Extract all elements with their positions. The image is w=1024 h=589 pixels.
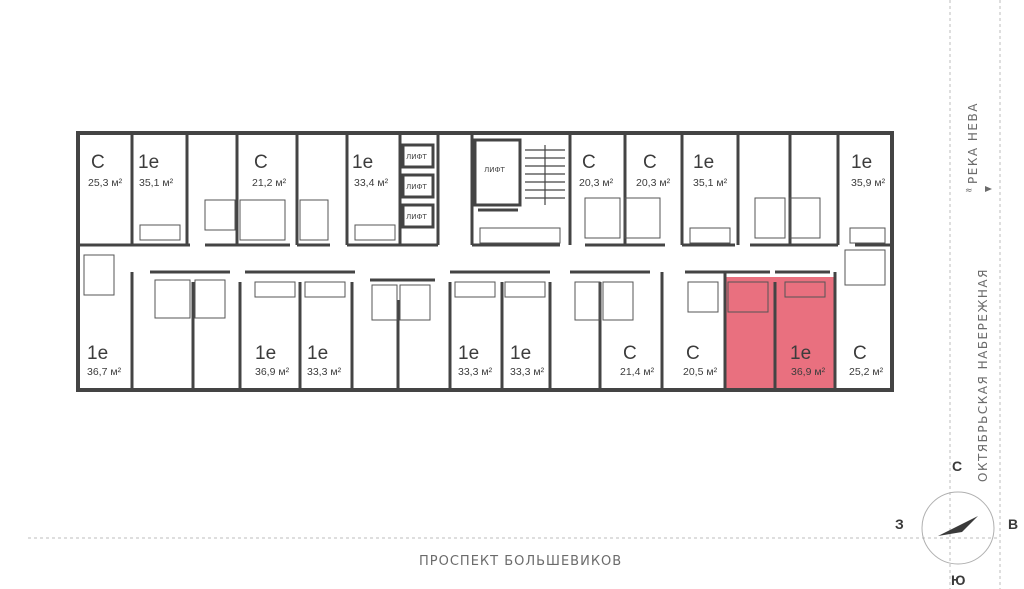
unit-area-label: 36,9 м² bbox=[791, 366, 826, 378]
unit-area-label: 35,1 м² bbox=[139, 177, 174, 189]
unit-type-label: 1е bbox=[87, 343, 108, 364]
unit-type-label: С bbox=[853, 343, 867, 364]
unit-area-label: 25,2 м² bbox=[849, 366, 884, 378]
unit-area-label: 33,3 м² bbox=[307, 366, 342, 378]
arrow-right-icon bbox=[985, 186, 992, 192]
compass-needle-icon bbox=[938, 516, 978, 536]
compass-north: С bbox=[952, 458, 963, 474]
staircase bbox=[525, 145, 565, 205]
unit-type-label: 1е bbox=[138, 152, 159, 173]
unit-area-label: 35,9 м² bbox=[851, 177, 886, 189]
lift-label: ЛИФТ bbox=[406, 153, 428, 161]
unit-bottom-3[interactable]: 1е 33,3 м² bbox=[458, 343, 493, 378]
unit-area-label: 21,4 м² bbox=[620, 366, 655, 378]
unit-type-label: 1е bbox=[307, 343, 328, 364]
highlighted-apartment[interactable] bbox=[725, 277, 835, 390]
unit-type-label: 1е bbox=[693, 152, 714, 173]
unit-top-7[interactable]: 1е 35,9 м² bbox=[851, 152, 886, 189]
unit-bottom-6[interactable]: С 20,5 м² bbox=[683, 343, 718, 378]
unit-area-label: 20,3 м² bbox=[636, 177, 671, 189]
compass bbox=[921, 491, 995, 565]
unit-top-6[interactable]: 1е 35,1 м² bbox=[693, 152, 728, 189]
unit-bottom-0[interactable]: 1е 36,7 м² bbox=[87, 343, 122, 378]
wave-icon: ≈ bbox=[965, 186, 973, 196]
unit-bottom-2[interactable]: 1е 33,3 м² bbox=[307, 343, 342, 378]
compass-west: З bbox=[895, 516, 904, 532]
unit-area-label: 36,7 м² bbox=[87, 366, 122, 378]
unit-area-label: 35,1 м² bbox=[693, 177, 728, 189]
lift-label: ЛИФТ bbox=[484, 166, 506, 174]
unit-type-label: С bbox=[254, 152, 268, 173]
unit-type-label: 1е bbox=[458, 343, 479, 364]
unit-area-label: 33,4 м² bbox=[354, 177, 389, 189]
fixtures bbox=[83, 197, 886, 321]
unit-type-label: С bbox=[686, 343, 700, 364]
unit-top-0[interactable]: С 25,3 м² bbox=[88, 152, 123, 189]
unit-type-label: 1е bbox=[851, 152, 872, 173]
unit-area-label: 25,3 м² bbox=[88, 177, 123, 189]
unit-top-4[interactable]: С 20,3 м² bbox=[579, 152, 614, 189]
unit-top-3[interactable]: 1е 33,4 м² bbox=[352, 152, 389, 189]
unit-type-label: 1е bbox=[352, 152, 373, 173]
unit-area-label: 33,3 м² bbox=[458, 366, 493, 378]
unit-type-label: 1е bbox=[255, 343, 276, 364]
unit-top-2[interactable]: С 21,2 м² bbox=[252, 152, 287, 189]
lift-label: ЛИФТ bbox=[406, 183, 428, 191]
lift-label: ЛИФТ bbox=[406, 213, 428, 221]
unit-top-1[interactable]: 1е 35,1 м² bbox=[138, 152, 174, 189]
unit-area-label: 20,3 м² bbox=[579, 177, 614, 189]
unit-bottom-1[interactable]: 1е 36,9 м² bbox=[255, 343, 290, 378]
unit-bottom-7[interactable]: 1е 36,9 м² bbox=[790, 343, 826, 378]
unit-area-label: 21,2 м² bbox=[252, 177, 287, 189]
unit-bottom-4[interactable]: 1е 33,3 м² bbox=[510, 343, 545, 378]
unit-type-label: С bbox=[623, 343, 637, 364]
unit-area-label: 20,5 м² bbox=[683, 366, 718, 378]
unit-type-label: С bbox=[643, 152, 657, 173]
compass-east: В bbox=[1008, 516, 1019, 532]
unit-type-label: 1е bbox=[790, 343, 811, 364]
compass-south: Ю bbox=[951, 572, 966, 588]
unit-type-label: С bbox=[582, 152, 596, 173]
river-name: РЕКА НЕВА bbox=[966, 102, 980, 184]
embankment-name: ОКТЯБРЬСКАЯ НАБЕРЕЖНАЯ bbox=[976, 268, 990, 482]
unit-bottom-5[interactable]: С 21,4 м² bbox=[620, 343, 655, 378]
unit-type-label: С bbox=[91, 152, 105, 173]
unit-top-5[interactable]: С 20,3 м² bbox=[636, 152, 671, 189]
unit-bottom-8[interactable]: С 25,2 м² bbox=[849, 343, 884, 378]
unit-area-label: 33,3 м² bbox=[510, 366, 545, 378]
walls bbox=[76, 133, 892, 390]
street-name-bottom: ПРОСПЕКТ БОЛЬШЕВИКОВ bbox=[419, 554, 623, 569]
unit-type-label: 1е bbox=[510, 343, 531, 364]
unit-area-label: 36,9 м² bbox=[255, 366, 290, 378]
